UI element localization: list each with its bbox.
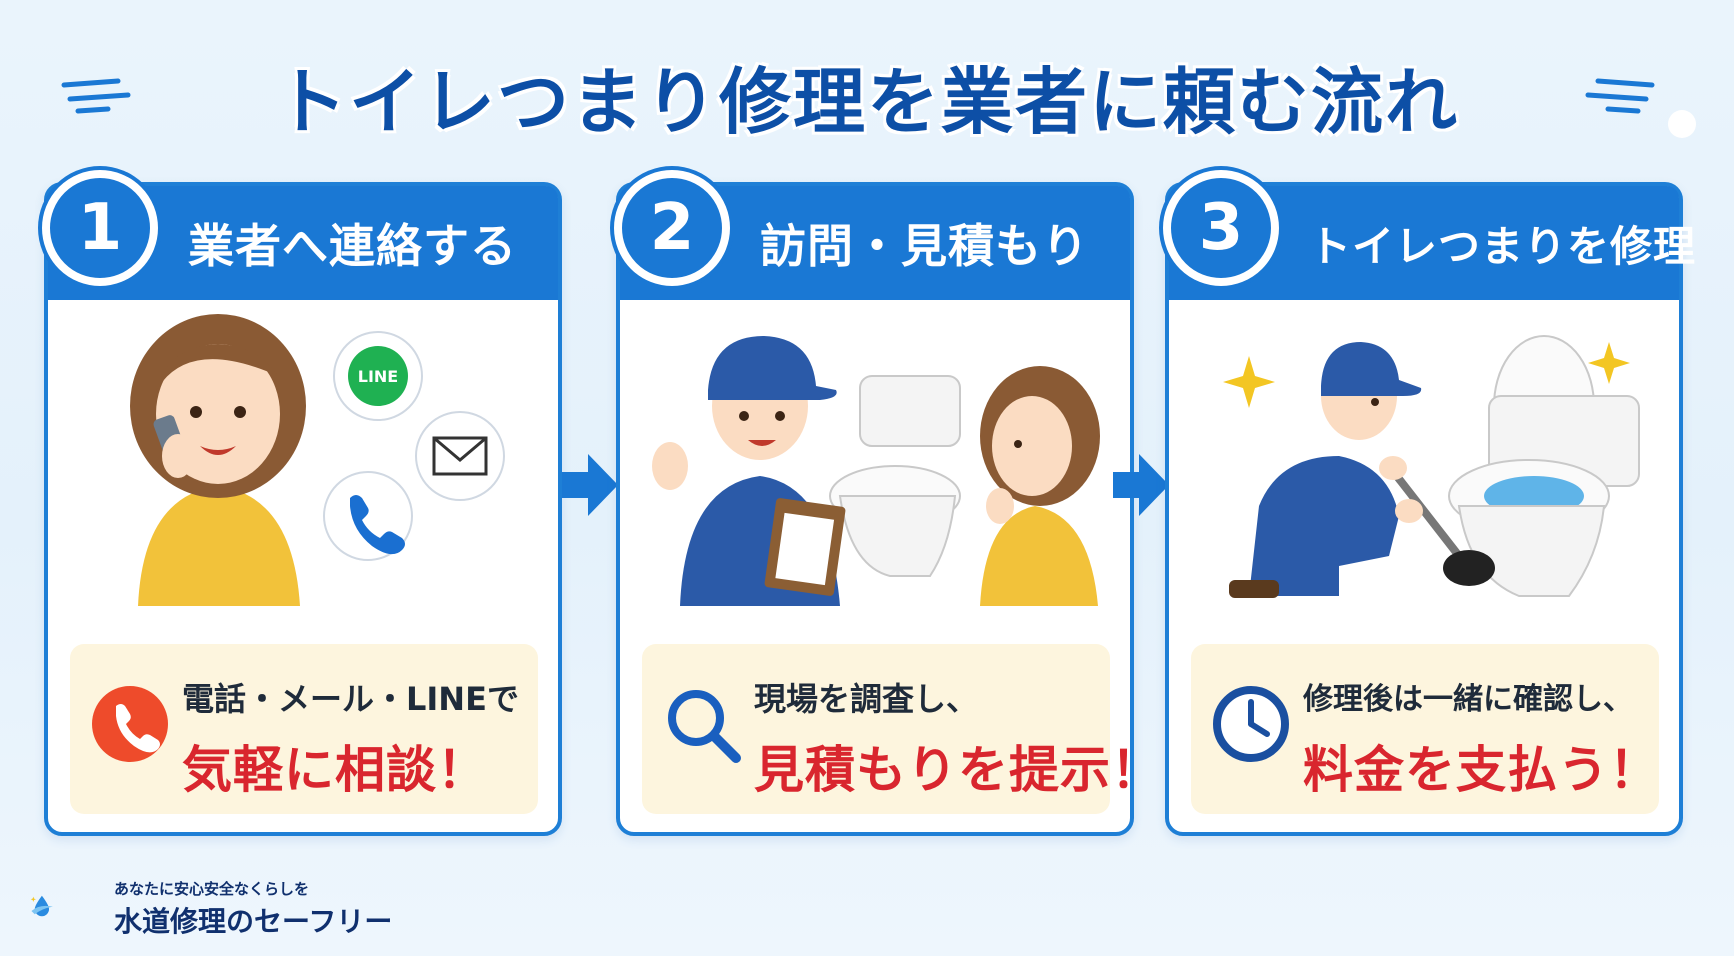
step-card-2: 2 訪問・見積もり 現場を調査し、 見積もりを提示！ xyxy=(614,170,1161,836)
phone-icon xyxy=(92,686,168,762)
arrow-right-icon xyxy=(562,454,618,516)
step-note: 修理後は一緒に確認し、 料金を支払う！ xyxy=(1191,644,1659,814)
step-title: トイレつまりを修理 xyxy=(1309,221,1697,271)
water-drop-logo-icon xyxy=(30,895,53,917)
brand-tagline: あなたに安心安全なくらしを xyxy=(114,880,310,898)
arrow-right-icon xyxy=(1113,454,1169,516)
line-badge: LINE xyxy=(358,367,398,386)
toilet-repair-illustration xyxy=(1223,335,1640,598)
title-right-decoration xyxy=(1585,78,1655,114)
woman-calling-illustration: LINE xyxy=(130,314,505,606)
step-note: 電話・メール・LINEで 気軽に相談！ xyxy=(70,644,538,814)
step-note-line1: 電話・メール・LINEで xyxy=(182,680,519,718)
magnifier-icon xyxy=(668,690,741,763)
step-note-highlight: 気軽に相談！ xyxy=(182,741,488,799)
brand-name: 水道修理のセーフリー xyxy=(114,905,393,938)
step-title: 業者へ連絡する xyxy=(188,219,517,273)
step-card-3: 3 トイレつまりを修理 修理後は一緒に確認し、 料金を支払う！ xyxy=(1163,170,1695,836)
decorative-dot xyxy=(1668,110,1696,138)
step-note: 現場を調査し、 見積もりを提示！ xyxy=(642,644,1161,814)
step-number: 3 xyxy=(1163,170,1279,286)
step-title: 訪問・見積もり xyxy=(760,219,1089,273)
step-note-line1: 修理後は一緒に確認し、 xyxy=(1303,682,1633,717)
step-card-1: 1 業者へ連絡する LINE 電話・メール・LINEで 気軽に相談！ xyxy=(42,170,562,836)
step-note-line1: 現場を調査し、 xyxy=(754,680,979,718)
step-number: 1 xyxy=(42,170,158,286)
step-note-highlight: 料金を支払う！ xyxy=(1303,741,1660,799)
step-note-highlight: 見積もりを提示！ xyxy=(754,741,1162,799)
step-number: 2 xyxy=(614,170,730,286)
title-left-decoration xyxy=(61,78,131,114)
page-title: トイレつまり修理を業者に頼む流れ xyxy=(274,59,1459,144)
worker-estimate-illustration xyxy=(652,336,1100,606)
clock-icon xyxy=(1213,686,1289,762)
